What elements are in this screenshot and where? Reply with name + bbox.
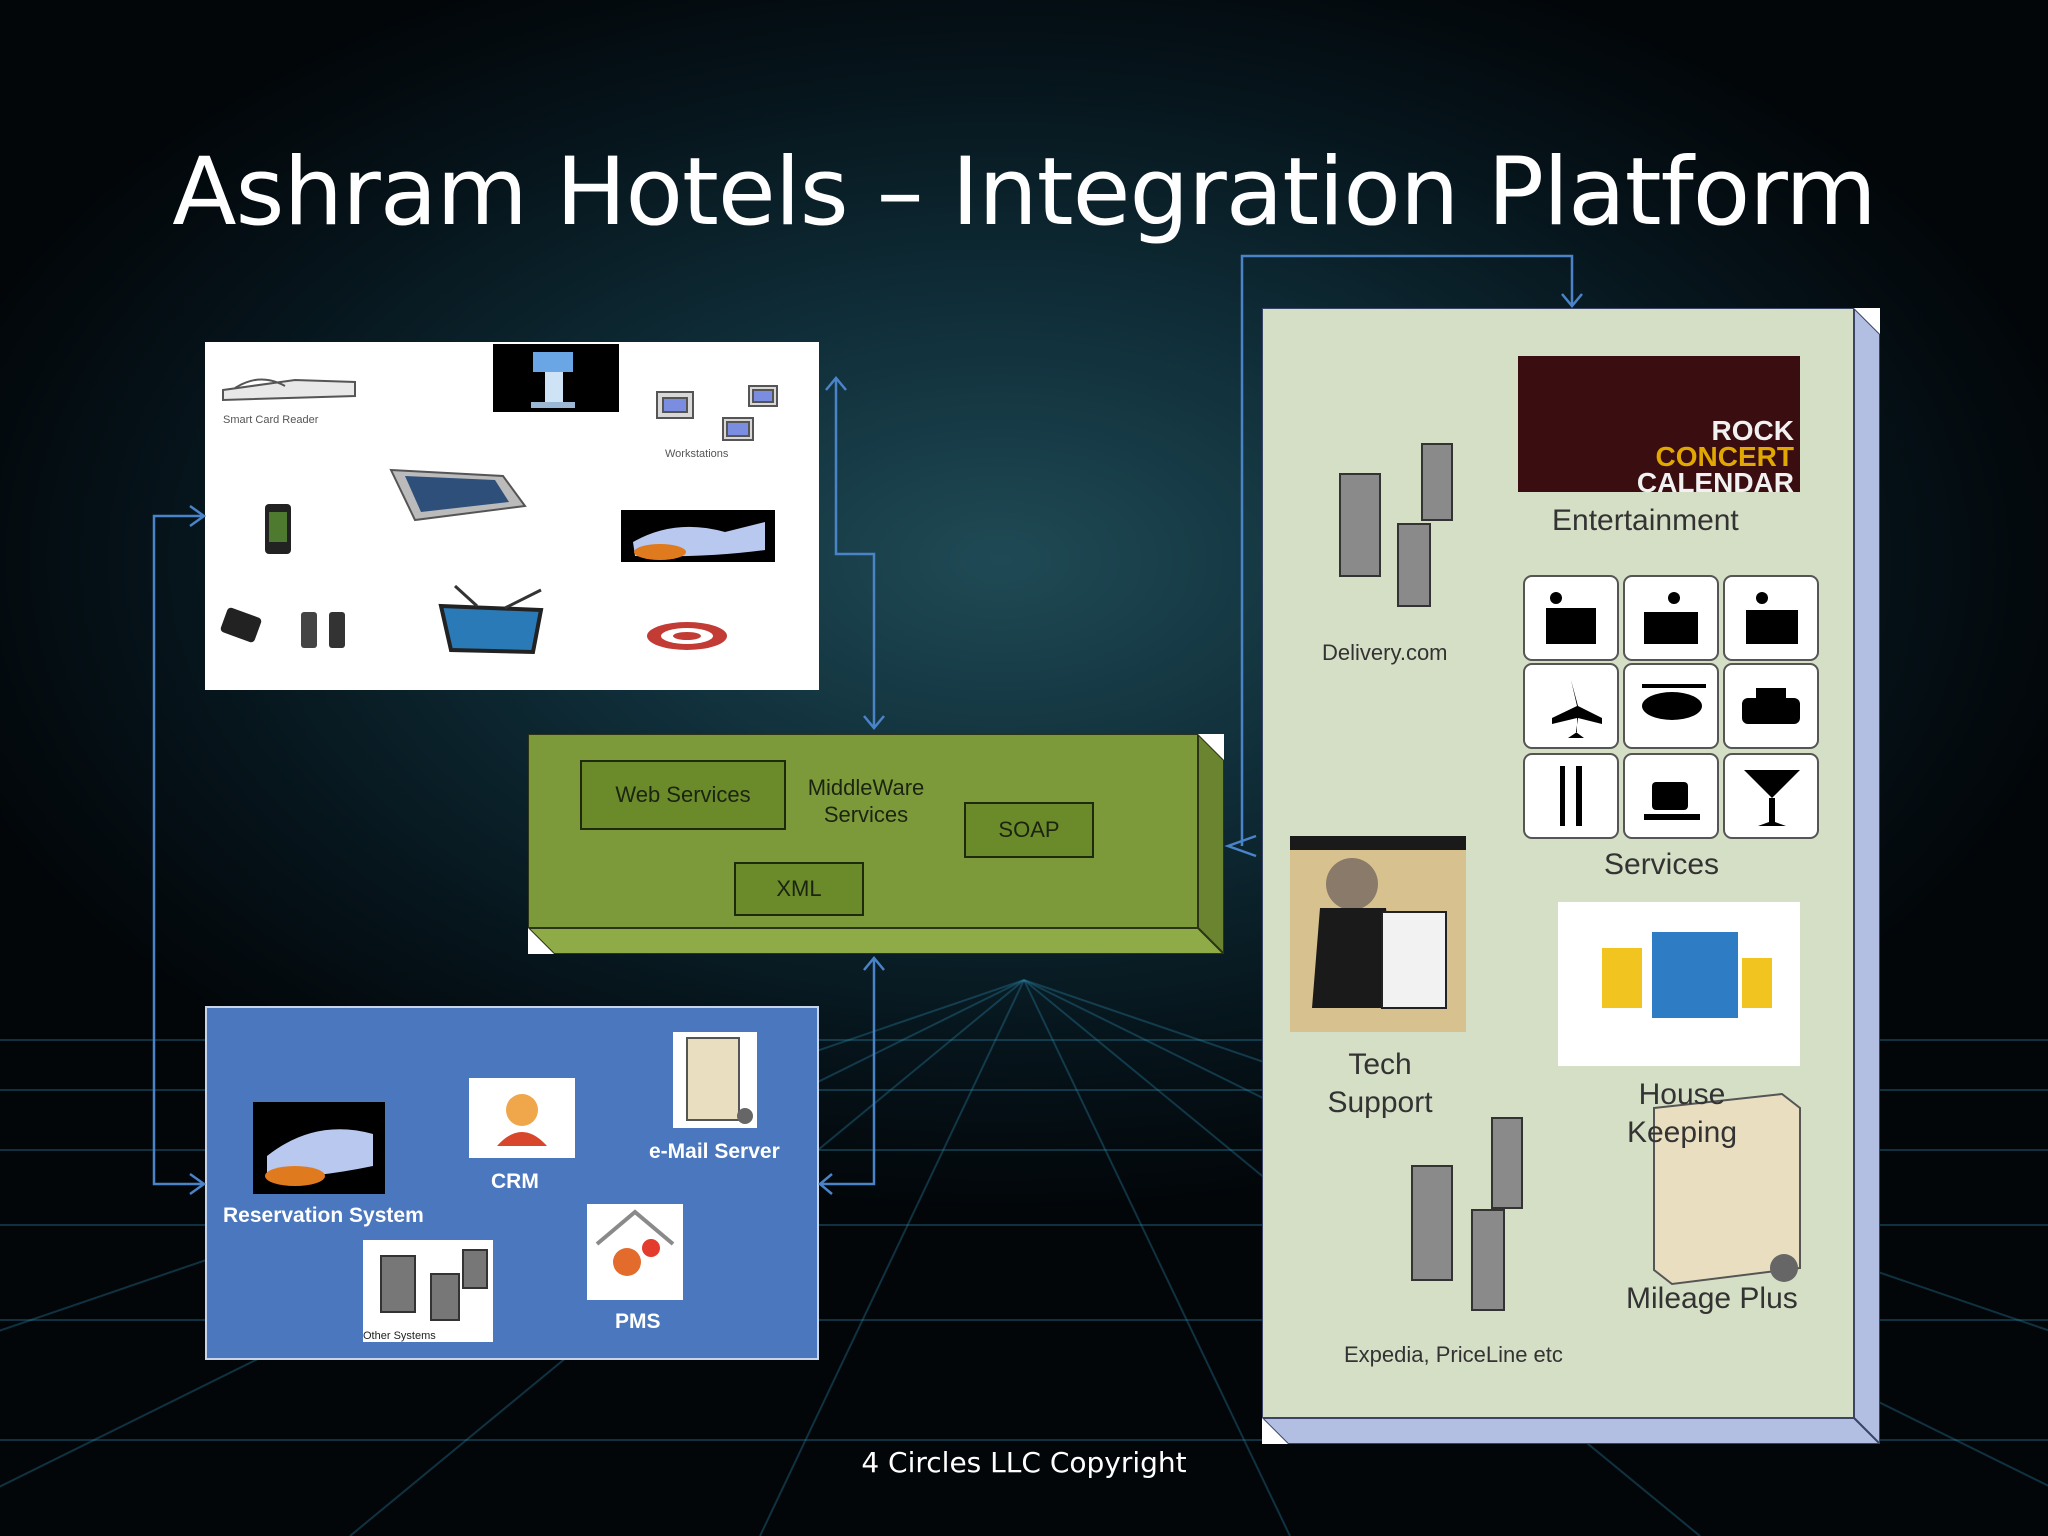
house-line1: House: [1638, 1078, 1726, 1111]
copyright-footer: 4 Circles LLC Copyright: [861, 1446, 1187, 1479]
bellhop-icon: [1746, 592, 1798, 644]
television-icon: [438, 584, 544, 655]
housekeeping-label: House Keeping: [1612, 1076, 1752, 1152]
services-label: Services: [1604, 848, 1720, 881]
rock-concert-title: ROCK CONCERT CALENDAR: [1604, 415, 1794, 498]
rock-line1: ROCK: [1711, 415, 1794, 446]
middleware-backend-connector: [820, 958, 876, 1186]
airplane-icon: [1552, 680, 1602, 738]
devices-illustration: [220, 344, 778, 655]
mileage-plus-server-icon: [1653, 1092, 1801, 1286]
devices-middleware-connector: [834, 378, 876, 728]
tablet-table-icon: [389, 468, 527, 522]
checkin-desk-icon: [1644, 592, 1698, 644]
devices-backend-connector: [152, 514, 204, 1186]
other-systems-icon: [363, 1240, 493, 1342]
external-services-shape: [1259, 305, 1883, 1447]
entertainment-label: Entertainment: [1552, 504, 1739, 537]
kiosk-icon: [493, 344, 619, 412]
soap-box: SOAP: [964, 802, 1094, 858]
rock-line2: CONCERT: [1655, 441, 1794, 472]
delivery-server-icon: [1339, 443, 1453, 607]
crm-icon: [469, 1078, 575, 1158]
expedia-label: Expedia, PriceLine etc: [1344, 1342, 1563, 1367]
backend-illustration: [253, 1032, 757, 1342]
expedia-server-icon: [1411, 1117, 1523, 1311]
backend-systems-panel: Reservation System CRM e-Mail Server Oth…: [205, 1006, 819, 1360]
mobile-phones-icon: [220, 607, 345, 648]
restaurant-icon: [1560, 766, 1582, 826]
workstations-icon: [656, 385, 778, 441]
middleware-title-line2: Services: [823, 802, 909, 827]
rfid-icon: [647, 622, 727, 650]
middleware-title: MiddleWare Services: [796, 774, 936, 828]
house-line2: Keeping: [1626, 1116, 1738, 1149]
reservation-system-icon: [253, 1102, 385, 1194]
email-server-icon: [673, 1032, 757, 1128]
taxi-icon: [1742, 688, 1800, 724]
pms-label: PMS: [615, 1310, 661, 1333]
smartphone-icon: [265, 504, 291, 554]
pms-icon: [587, 1204, 683, 1300]
smart-card-reader-label: Smart Card Reader: [223, 414, 319, 426]
rock-line3: CALENDAR: [1636, 467, 1794, 498]
external-services-panel: ROCK CONCERT CALENDAR Entertainment Deli…: [1259, 305, 1883, 1447]
reservation-book-icon: [621, 510, 775, 562]
middleware-services-box: Web Services MiddleWare Services SOAP XM…: [525, 731, 1227, 957]
tech-support-label: Tech Support: [1310, 1046, 1450, 1122]
housekeeping-image: [1558, 902, 1800, 1066]
devices-panel: Smart Card Reader Workstations: [205, 342, 819, 690]
slide-title: Ashram Hotels – Integration Platform: [172, 138, 1877, 247]
smart-card-reader-icon: [222, 378, 356, 402]
tech-line1: Tech: [1348, 1048, 1412, 1081]
delivery-label: Delivery.com: [1322, 640, 1448, 665]
concierge-icon: [1546, 592, 1596, 644]
coffee-icon: [1644, 782, 1700, 820]
helicopter-icon: [1642, 684, 1706, 720]
mileage-plus-label: Mileage Plus: [1626, 1282, 1798, 1315]
rock-concert-image: [1518, 356, 1800, 492]
tech-line2: Support: [1327, 1086, 1433, 1119]
email-server-label: e-Mail Server: [649, 1140, 780, 1163]
crm-label: CRM: [491, 1170, 539, 1193]
middleware-services-connector: [1240, 254, 1574, 846]
bar-icon: [1744, 770, 1800, 826]
middleware-title-line1: MiddleWare: [807, 775, 925, 800]
reservation-system-label: Reservation System: [223, 1204, 424, 1227]
other-systems-label: Other Systems: [363, 1330, 436, 1342]
web-services-box: Web Services: [580, 760, 786, 830]
xml-box: XML: [734, 862, 864, 916]
workstations-label: Workstations: [665, 448, 729, 460]
tech-support-image: [1290, 836, 1466, 1032]
